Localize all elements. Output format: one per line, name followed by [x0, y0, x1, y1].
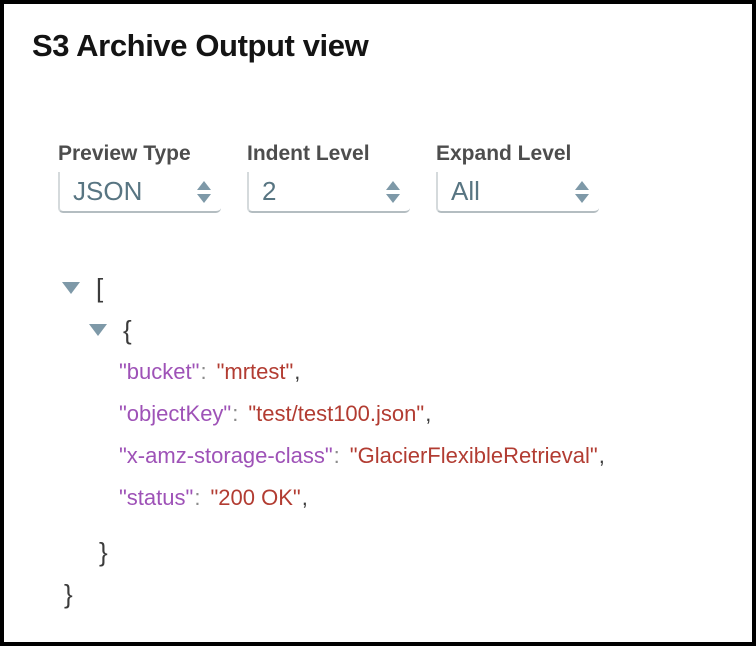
json-colon: :: [200, 359, 207, 384]
json-string-value: "GlacierFlexibleRetrieval": [349, 443, 598, 468]
json-colon: :: [194, 485, 201, 510]
tree-row-array-close: }: [4, 573, 752, 615]
json-colon: :: [232, 401, 239, 426]
tree-row-array-open: [: [4, 267, 752, 309]
expand-level-label: Expand Level: [436, 142, 572, 165]
arrow-up-icon: [197, 180, 211, 190]
arrow-down-icon: [575, 193, 589, 203]
arrow-up-icon: [386, 180, 400, 190]
page-title: S3 Archive Output view: [32, 28, 369, 63]
up-down-arrows-icon[interactable]: [386, 180, 400, 203]
json-key: "bucket": [119, 359, 200, 384]
json-comma: ,: [425, 401, 432, 426]
json-comma: ,: [598, 443, 605, 468]
json-key: "status": [119, 485, 194, 510]
expand-level-value: All: [451, 176, 480, 206]
tree-row-entry: "objectKey": "test/test100.json",: [4, 393, 752, 435]
up-down-arrows-icon[interactable]: [197, 180, 211, 203]
tree-row-entry: "bucket": "mrtest",: [4, 351, 752, 393]
preview-type-label: Preview Type: [58, 142, 191, 165]
array-open-bracket: [: [96, 273, 104, 303]
json-comma: ,: [294, 359, 301, 384]
json-tree: [ { "bucket": "mrtest", "objectKey": "test…: [4, 267, 752, 615]
json-string-value: "test/test100.json": [248, 401, 425, 426]
tree-row-object-close: }: [4, 531, 752, 573]
indent-level-value: 2: [262, 176, 277, 206]
json-string-value: "mrtest": [216, 359, 294, 384]
controls-row: Preview Type JSON Indent Level 2 Expand …: [58, 142, 752, 213]
tree-row-object-open: {: [4, 309, 752, 351]
object-open-brace: {: [123, 315, 132, 345]
indent-level-label: Indent Level: [247, 142, 370, 165]
up-down-arrows-icon[interactable]: [575, 180, 589, 203]
json-colon: :: [333, 443, 340, 468]
arrow-down-icon: [386, 193, 400, 203]
json-key: "x-amz-storage-class": [119, 443, 333, 468]
indent-level-select[interactable]: 2: [247, 172, 410, 213]
collapse-triangle-icon[interactable]: [62, 282, 80, 294]
arrow-up-icon: [575, 180, 589, 190]
json-string-value: "200 OK": [210, 485, 301, 510]
json-key: "objectKey": [119, 401, 232, 426]
expand-level-select[interactable]: All: [436, 172, 599, 213]
tree-row-entry: "x-amz-storage-class": "GlacierFlexibleRe…: [4, 435, 752, 477]
preview-type-value: JSON: [73, 176, 143, 206]
object-close-brace: }: [99, 537, 108, 567]
array-close-brace: }: [64, 579, 73, 609]
json-comma: ,: [301, 485, 308, 510]
tree-row-entry: "status": "200 OK",: [4, 477, 752, 519]
preview-type-select[interactable]: JSON: [58, 172, 221, 213]
control-preview-type: Preview Type JSON: [58, 142, 221, 213]
control-indent-level: Indent Level 2: [247, 142, 410, 213]
collapse-triangle-icon[interactable]: [89, 324, 107, 336]
control-expand-level: Expand Level All: [436, 142, 599, 213]
arrow-down-icon: [197, 193, 211, 203]
